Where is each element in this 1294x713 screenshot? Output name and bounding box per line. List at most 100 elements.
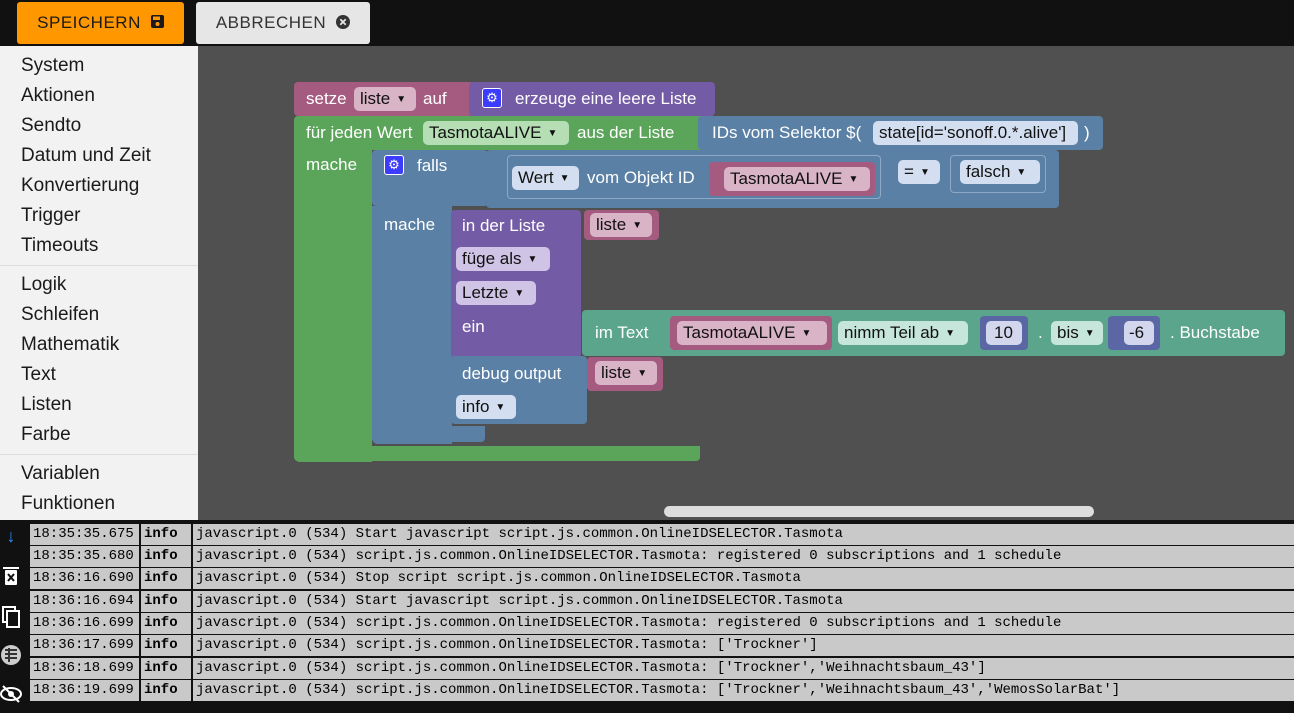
substring-end-dropdown[interactable]: bis▼ <box>1051 321 1103 345</box>
dropdown-value: füge als <box>462 249 522 268</box>
variable-dropdown[interactable]: TasmotaALIVE ▼ <box>724 167 870 191</box>
toolbox-category[interactable]: Konvertierung <box>21 175 140 196</box>
log-level: info <box>141 524 193 545</box>
chevron-down-icon: ▼ <box>1084 327 1095 339</box>
save-button[interactable]: SPEICHERN <box>17 2 184 44</box>
variable-dropdown[interactable]: TasmotaALIVE▼ <box>677 321 827 345</box>
dropdown-value: = <box>904 162 914 181</box>
log-toolbar: ↓ <box>0 522 28 712</box>
toolbox-separator <box>0 454 198 455</box>
toolbox-category[interactable]: Aktionen <box>21 85 95 106</box>
log-time: 18:36:16.694 <box>30 591 141 612</box>
toolbox-category[interactable]: Trigger <box>21 205 81 226</box>
toolbox-category[interactable]: Variablen <box>21 463 100 484</box>
log-time: 18:35:35.675 <box>30 524 141 545</box>
variable-dropdown[interactable]: liste ▼ <box>590 213 652 237</box>
variable-dropdown[interactable]: liste ▼ <box>595 361 657 385</box>
chevron-down-icon: ▼ <box>637 367 648 379</box>
operator-dropdown[interactable]: =▼ <box>898 160 940 184</box>
blockly-toolbox: System Aktionen Sendto Datum und Zeit Ko… <box>0 46 198 520</box>
toolbox-category[interactable]: Text <box>21 364 56 385</box>
toolbox-category[interactable]: System <box>21 55 85 76</box>
mode-dropdown[interactable]: füge als▼ <box>456 247 550 271</box>
cancel-label: ABBRECHEN <box>215 13 327 32</box>
for-each-body <box>294 146 372 462</box>
dropdown-value: liste <box>360 89 391 108</box>
substring-mode-dropdown[interactable]: nimm Teil ab▼ <box>838 321 968 345</box>
block-label: ein <box>462 317 485 336</box>
dropdown-value: Wert <box>518 168 554 187</box>
toolbox-category[interactable]: Listen <box>21 394 72 415</box>
dropdown-value: TasmotaALIVE <box>683 323 796 342</box>
log-level: info <box>141 568 193 589</box>
log-level: info <box>141 680 193 701</box>
dropdown-value: nimm Teil ab <box>844 323 940 342</box>
dropdown-value: TasmotaALIVE <box>429 123 542 142</box>
toolbar: SPEICHERN ABBRECHEN <box>0 0 1294 46</box>
chevron-down-icon: ▼ <box>919 166 930 178</box>
hide-icon[interactable] <box>0 684 22 709</box>
block-label: für jeden Wert <box>306 123 413 142</box>
toolbox-category[interactable]: Mathematik <box>21 334 120 355</box>
log-time: 18:35:35.680 <box>30 546 141 567</box>
cancel-button[interactable]: ABBRECHEN <box>196 2 370 44</box>
position-dropdown[interactable]: Letzte▼ <box>456 281 536 305</box>
field-value: state[id='sonoff.0.*.alive'] <box>879 123 1067 142</box>
horizontal-scrollbar[interactable] <box>664 506 1094 517</box>
variable-dropdown[interactable]: liste ▼ <box>354 87 416 111</box>
chevron-down-icon: ▼ <box>396 93 407 105</box>
selector-field[interactable]: state[id='sonoff.0.*.alive'] <box>873 121 1078 145</box>
toolbox-category[interactable]: Schleifen <box>21 304 100 325</box>
block-label: setze <box>306 89 347 108</box>
scroll-down-icon[interactable]: ↓ <box>6 526 16 546</box>
gear-icon[interactable]: ⚙ <box>384 155 404 175</box>
create-empty-list-block[interactable] <box>469 82 715 116</box>
toolbox-category[interactable]: Funktionen <box>21 493 116 514</box>
toolbox-category[interactable]: Farbe <box>21 424 71 445</box>
log-time: 18:36:19.699 <box>30 680 141 701</box>
dropdown-value: liste <box>601 363 632 382</box>
columns-icon[interactable] <box>0 644 22 671</box>
chevron-down-icon: ▼ <box>1016 166 1027 178</box>
blockly-workspace[interactable]: setze liste▼ auf ⚙ erzeuge eine leere Li… <box>198 46 1294 520</box>
dropdown-value: TasmotaALIVE <box>730 169 843 188</box>
log-level: info <box>141 591 193 612</box>
gear-icon[interactable]: ⚙ <box>482 88 502 108</box>
log-level-dropdown[interactable]: info▼ <box>456 395 516 419</box>
chevron-down-icon: ▼ <box>848 173 859 185</box>
block-label: ) <box>1084 123 1090 142</box>
toolbox-category[interactable]: Logik <box>21 274 67 295</box>
delete-icon[interactable] <box>0 566 22 591</box>
dropdown-value: liste <box>596 215 627 234</box>
toolbox-category[interactable]: Sendto <box>21 115 82 136</box>
copy-icon[interactable] <box>0 606 22 633</box>
attribute-dropdown[interactable]: Wert▼ <box>512 166 579 190</box>
log-message: javascript.0 (534) script.js.common.Onli… <box>193 658 1294 679</box>
block-label: falls <box>417 156 448 175</box>
close-circle-icon <box>336 14 351 32</box>
log-time: 18:36:18.699 <box>30 658 141 679</box>
boolean-dropdown[interactable]: falsch▼ <box>960 160 1040 184</box>
chevron-down-icon: ▼ <box>632 219 643 231</box>
chevron-down-icon: ▼ <box>495 401 506 413</box>
number-field[interactable]: -6 <box>1124 321 1154 345</box>
toolbox-category[interactable]: Timeouts <box>21 235 99 256</box>
field-value: -6 <box>1129 323 1145 342</box>
for-each-footer <box>294 446 700 461</box>
variable-dropdown[interactable]: TasmotaALIVE▼ <box>423 121 569 145</box>
log-level: info <box>141 658 193 679</box>
number-field[interactable]: 10 <box>986 321 1022 345</box>
log-level: info <box>141 635 193 656</box>
block-label: mache <box>306 155 358 174</box>
toolbox-category[interactable]: Datum und Zeit <box>21 145 151 166</box>
if-body <box>372 206 452 444</box>
log-message: javascript.0 (534) Start javascript scri… <box>193 591 1294 612</box>
